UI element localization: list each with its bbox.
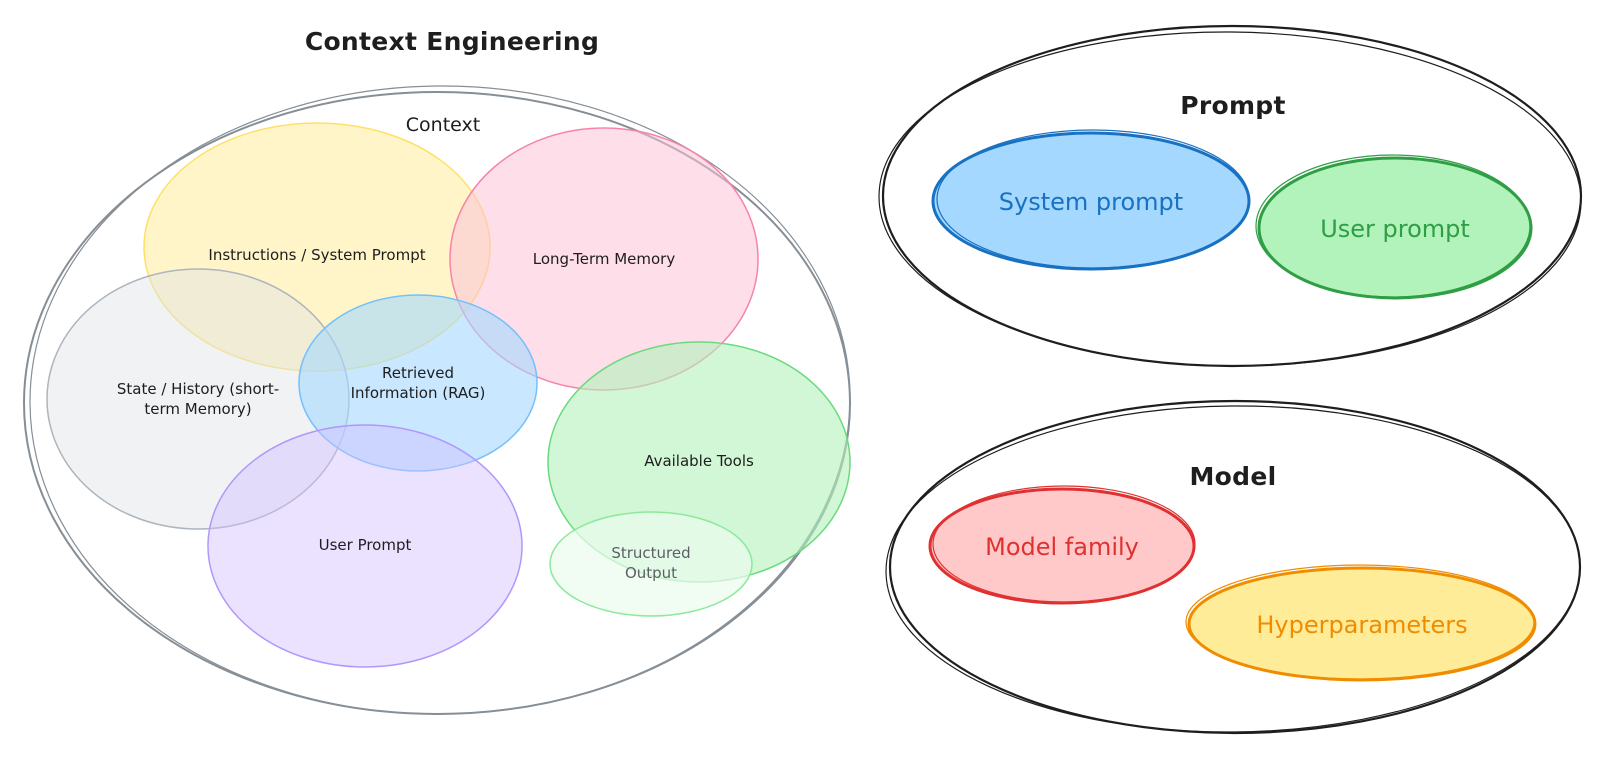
context-label: Context xyxy=(406,114,480,136)
structured-output-label-line1: Structured xyxy=(611,544,690,562)
structured-output-region xyxy=(549,511,753,617)
model-family-label: Model family xyxy=(985,533,1139,561)
system-prompt-node: System prompt xyxy=(931,129,1251,271)
hyperparameters-node: Hyperparameters xyxy=(1185,564,1537,682)
retrieved-label-line1: Retrieved xyxy=(382,364,454,382)
system-prompt-label: System prompt xyxy=(999,188,1183,216)
retrieved-label-line2: Information (RAG) xyxy=(351,384,486,402)
state-history-label-line1: State / History (short- xyxy=(117,380,279,398)
prompt-outer-ellipse xyxy=(878,24,1583,368)
structured-output-label-line2: Output xyxy=(625,564,677,582)
context-outer-ellipse xyxy=(23,85,851,715)
available-tools-label: Available Tools xyxy=(644,452,754,470)
model-title: Model xyxy=(1190,462,1277,491)
instructions-label: Instructions / System Prompt xyxy=(208,246,425,264)
user-prompt-region xyxy=(207,424,523,668)
retrieved-information-region xyxy=(298,294,538,472)
context-engineering-title: Context Engineering xyxy=(305,27,599,56)
user-prompt-node-label: User prompt xyxy=(1320,215,1470,243)
long-term-memory-label: Long-Term Memory xyxy=(533,250,676,268)
user-prompt-label: User Prompt xyxy=(319,536,412,554)
model-family-node: Model family xyxy=(928,485,1196,605)
model-outer-ellipse xyxy=(885,399,1582,735)
prompt-title: Prompt xyxy=(1180,91,1286,120)
user-prompt-node: User prompt xyxy=(1255,154,1533,300)
state-history-label-line2: term Memory) xyxy=(144,400,251,418)
hyperparameters-label: Hyperparameters xyxy=(1256,611,1467,639)
